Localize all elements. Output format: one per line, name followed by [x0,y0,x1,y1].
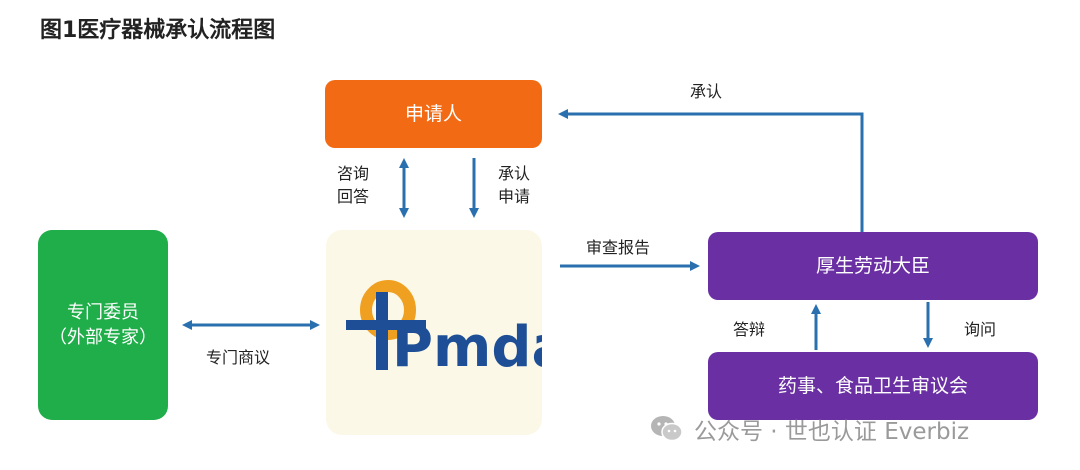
council-node: 药事、食品卫生审议会 [708,352,1038,420]
approval-label: 承认 [690,82,723,101]
applicant-node: 申请人 [325,80,542,148]
mhlw-node: 厚生劳动大臣 [708,232,1038,300]
expert-committee-node: 专门委员 （外部专家） [38,230,168,420]
expert-discussion-label: 专门商议 [206,348,271,367]
consult-label: 咨询 回答 [337,164,370,207]
applicant-label: 申请人 [404,102,462,125]
council-label: 药事、食品卫生审议会 [777,374,968,397]
watermark: 公众号 · 世也认证 Everbiz [650,412,969,446]
expert-label-line2: （外部专家） [49,327,157,348]
pmda-logo: Pmda [346,280,569,380]
watermark-text: 公众号 · 世也认证 Everbiz [694,419,970,445]
apply-label: 承认 申请 [498,164,531,207]
inquiry-label: 询问 [964,320,997,339]
defense-label: 答辩 [733,320,766,339]
wechat-icon [651,416,683,442]
pmda-node: Pmda [326,230,569,435]
mhlw-label: 厚生劳动大臣 [815,254,930,277]
review-report-label: 审查报告 [586,238,651,257]
expert-label-line1: 专门委员 [67,301,139,323]
approval-arrow [558,109,864,232]
pmda-logo-text: Pmda [392,315,542,380]
diagram-title: 图1医疗器械承认流程图 [40,18,276,43]
